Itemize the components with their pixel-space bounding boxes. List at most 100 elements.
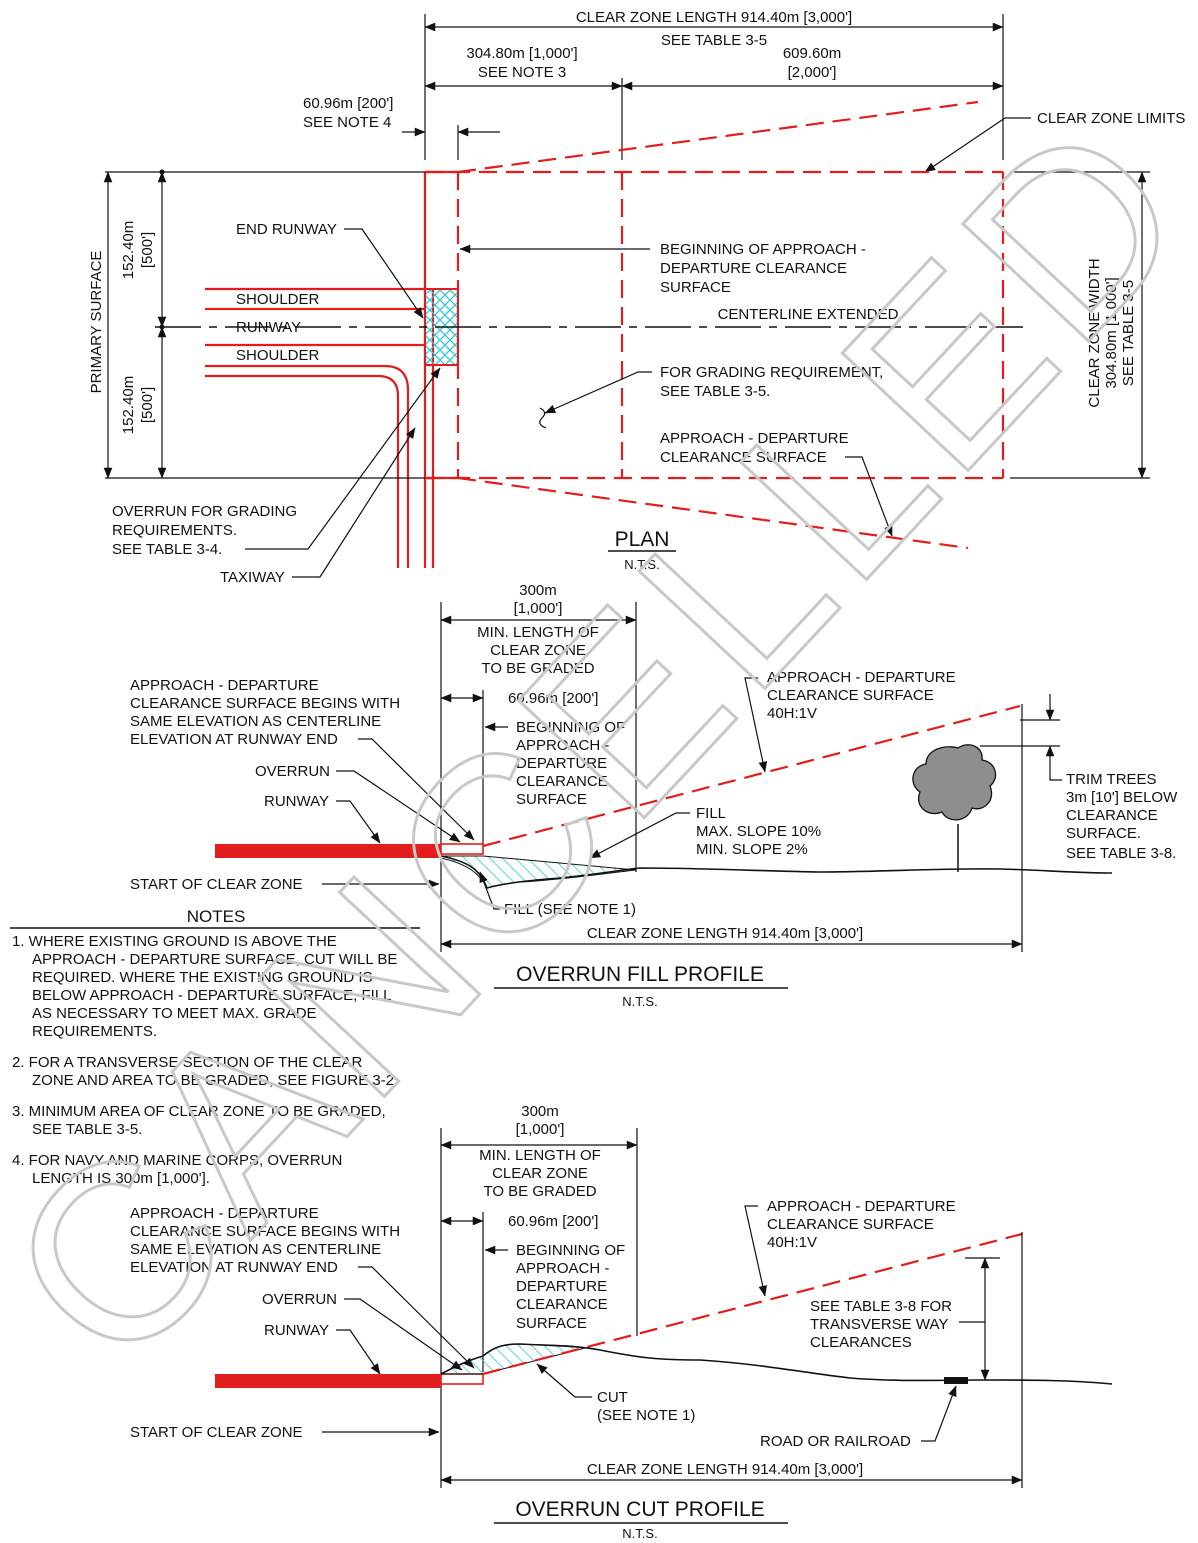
fill-note-label: FILL (SEE NOTE 1) bbox=[504, 901, 636, 918]
cz-width-label-3: SEE TABLE 3-5 bbox=[1120, 280, 1137, 386]
trim-trees-4: SURFACE. bbox=[1066, 825, 1141, 842]
overrun-grading-label-2: REQUIREMENTS. bbox=[112, 522, 237, 539]
end-runway-leader bbox=[344, 228, 424, 319]
cz-width-label-1: CLEAR ZONE WIDTH bbox=[1086, 258, 1103, 407]
taxiway-label: TAXIWAY bbox=[220, 569, 285, 586]
fill-beginning-1: BEGINNING OF bbox=[516, 719, 625, 736]
overrun-grading-label-1: OVERRUN FOR GRADING bbox=[112, 503, 297, 520]
fill-approach-3: 40H:1V bbox=[767, 705, 817, 722]
fill-surface-begins-4: ELEVATION AT RUNWAY END bbox=[130, 731, 338, 748]
fill-runway-bar bbox=[215, 844, 441, 858]
cut-approach-1: APPROACH - DEPARTURE bbox=[767, 1198, 956, 1215]
dim-152-top-label: 152.40m bbox=[120, 221, 137, 279]
note-1-line-5: AS NECESSARY TO MEET MAX. GRADE bbox=[32, 1005, 317, 1022]
plan-dim-609-label: 609.60m bbox=[783, 45, 841, 62]
fill-min-length-3: TO BE GRADED bbox=[481, 660, 594, 677]
fill-min-length-2: CLEAR ZONE bbox=[490, 642, 586, 659]
fill-existing-ground bbox=[440, 855, 1113, 889]
transverse-label-3: CLEARANCES bbox=[810, 1334, 912, 1351]
cut-overrun-label: OVERRUN bbox=[262, 1291, 337, 1308]
fill-slope-2: MAX. SLOPE 10% bbox=[696, 823, 821, 840]
cut-dim-60-label: 60.96m [200'] bbox=[508, 1213, 598, 1230]
cut-approach-3: 40H:1V bbox=[767, 1234, 817, 1251]
note-3-line-2: SEE TABLE 3-5. bbox=[32, 1121, 142, 1138]
plan-dim-60-label: 60.96m [200'] bbox=[303, 95, 393, 112]
cut-runway-bar bbox=[215, 1374, 441, 1388]
fill-start-clear-zone: START OF CLEAR ZONE bbox=[130, 876, 303, 893]
plan-see-table-label: SEE TABLE 3-5 bbox=[661, 32, 767, 49]
cut-runway-leader bbox=[336, 1329, 381, 1375]
plan-dim-609-ft-label: [2,000'] bbox=[788, 64, 837, 81]
fill-approach-leader bbox=[744, 677, 768, 773]
trim-trees-5: SEE TABLE 3-8. bbox=[1066, 845, 1176, 862]
cut-dim-300-label: 300m bbox=[521, 1103, 559, 1120]
fill-dim-300-ft-label: [1,000'] bbox=[514, 600, 563, 617]
cut-dim-300-ft-label: [1,000'] bbox=[516, 1121, 565, 1138]
centerline-extended-label: CENTERLINE EXTENDED bbox=[718, 306, 899, 323]
approach-surface-label-2: CLEARANCE SURFACE bbox=[660, 449, 827, 466]
notes-block: NOTES 1. WHERE EXISTING GROUND IS ABOVE … bbox=[10, 907, 420, 1187]
cut-overrun-leader bbox=[344, 1298, 463, 1371]
note-4-line-1: 4. FOR NAVY AND MARINE CORPS, OVERRUN bbox=[12, 1152, 342, 1169]
dim-dot-top bbox=[159, 169, 165, 175]
cut-min-length-1: MIN. LENGTH OF bbox=[479, 1147, 601, 1164]
dim-152-bottom-label: 152.40m bbox=[120, 376, 137, 434]
fill-approach-1: APPROACH - DEPARTURE bbox=[767, 669, 956, 686]
fill-surface-begins-1: APPROACH - DEPARTURE bbox=[130, 677, 319, 694]
fill-beginning-2: APPROACH - bbox=[516, 737, 609, 754]
note-2-line-1: 2. FOR A TRANSVERSE SECTION OF THE CLEAR bbox=[12, 1054, 363, 1071]
fill-profile-nts: N.T.S. bbox=[622, 994, 657, 1009]
cut-beginning-4: CLEARANCE bbox=[516, 1296, 608, 1313]
cut-surface-begins-leader bbox=[358, 1266, 475, 1369]
cut-beginning-3: DEPARTURE bbox=[516, 1278, 607, 1295]
note-2-line-2: ZONE AND AREA TO BE GRADED, SEE FIGURE 3… bbox=[32, 1072, 398, 1089]
cut-approach-leader bbox=[744, 1205, 767, 1297]
plan-see-note4-label: SEE NOTE 4 bbox=[303, 114, 391, 131]
runway-label: RUNWAY bbox=[236, 319, 301, 336]
taxiway-edge-outer bbox=[205, 364, 410, 568]
cut-beginning-5: SURFACE bbox=[516, 1315, 587, 1332]
fill-slope-leader bbox=[589, 812, 690, 859]
fill-surface-begins-leader bbox=[358, 738, 475, 841]
beginning-approach-label-2: DEPARTURE CLEARANCE bbox=[660, 260, 847, 277]
fill-surface-begins-2: CLEARANCE SURFACE BEGINS WITH bbox=[130, 695, 400, 712]
note-4-line-2: LENGTH IS 300m [1,000']. bbox=[32, 1170, 210, 1187]
clear-zone-limits-leader bbox=[924, 117, 1031, 173]
trim-trees-1: TRIM TREES bbox=[1066, 771, 1157, 788]
taxiway-leader bbox=[292, 427, 416, 578]
centerline-label-bg bbox=[705, 305, 915, 323]
overrun-grading-label-3: SEE TABLE 3-4. bbox=[112, 541, 222, 558]
approach-limit-top bbox=[457, 100, 979, 174]
fill-overrun-label: OVERRUN bbox=[255, 763, 330, 780]
beginning-approach-label-1: BEGINNING OF APPROACH - bbox=[660, 241, 866, 258]
beginning-approach-label-3: SURFACE bbox=[660, 279, 731, 296]
note-1-line-2: APPROACH - DEPARTURE SURFACE, CUT WILL B… bbox=[32, 951, 397, 968]
fill-approach-surface-line bbox=[482, 704, 1021, 848]
cut-approach-surface-line bbox=[482, 1232, 1023, 1376]
dim-152-top-ft-label: [500'] bbox=[139, 232, 156, 268]
dim-dot-center bbox=[159, 324, 165, 330]
cut-min-length-2: CLEAR ZONE bbox=[492, 1165, 588, 1182]
cut-runway-label: RUNWAY bbox=[264, 1322, 329, 1339]
cut-label-2: (SEE NOTE 1) bbox=[597, 1407, 695, 1424]
fill-beginning-5: SURFACE bbox=[516, 791, 587, 808]
cut-surface-begins-2: CLEARANCE SURFACE BEGINS WITH bbox=[130, 1223, 400, 1240]
cut-leader bbox=[536, 1363, 592, 1398]
fill-surface-begins-3: SAME ELEVATION AS CENTERLINE bbox=[130, 713, 381, 730]
fill-dim-300-label: 300m bbox=[519, 582, 557, 599]
transverse-label-1: SEE TABLE 3-8 FOR bbox=[810, 1298, 952, 1315]
grading-requirement-label-2: SEE TABLE 3-5. bbox=[660, 383, 770, 400]
fill-runway-label: RUNWAY bbox=[264, 793, 329, 810]
primary-surface-label: PRIMARY SURFACE bbox=[88, 251, 105, 394]
end-runway-label: END RUNWAY bbox=[236, 221, 337, 238]
note-1-line-6: REQUIREMENTS. bbox=[32, 1023, 157, 1040]
cut-surface-begins-3: SAME ELEVATION AS CENTERLINE bbox=[130, 1241, 381, 1258]
cut-existing-ground bbox=[440, 1343, 1113, 1385]
shoulder-top-label: SHOULDER bbox=[236, 291, 320, 308]
note-1-line-4: BELOW APPROACH - DEPARTURE SURFACE, FILL bbox=[32, 987, 392, 1004]
cut-clear-zone-length-label: CLEAR ZONE LENGTH 914.40m [3,000'] bbox=[587, 1461, 863, 1478]
trim-trees-2: 3m [10'] BELOW bbox=[1066, 789, 1178, 806]
cut-min-length-3: TO BE GRADED bbox=[483, 1183, 596, 1200]
plan-title: PLAN bbox=[615, 528, 670, 551]
